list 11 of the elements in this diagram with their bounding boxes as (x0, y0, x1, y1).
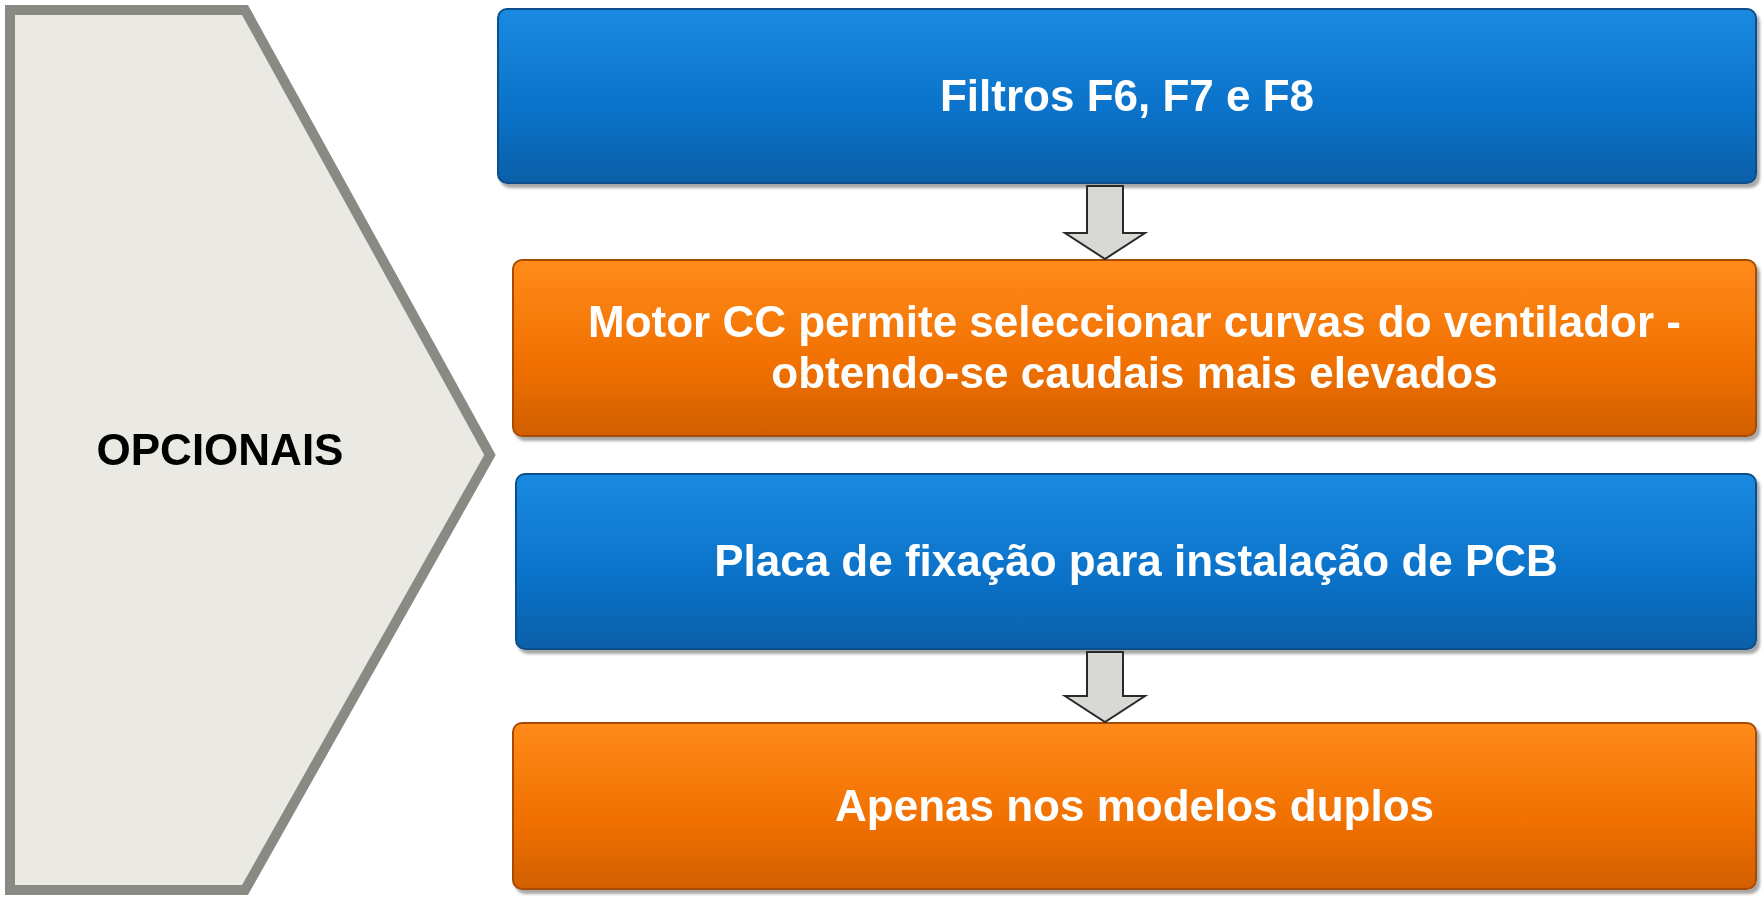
process-box (497, 8, 1757, 184)
process-box (515, 473, 1757, 650)
process-box (512, 722, 1757, 890)
box-label: Placa de fixação para instalação de PCB (714, 536, 1558, 587)
chevron-label: OPCIONAIS (96, 425, 344, 475)
process-box (512, 259, 1757, 437)
box-label: Filtros F6, F7 e F8 (939, 70, 1315, 122)
block-arrow (1061, 651, 1149, 724)
block-arrow (1061, 185, 1149, 261)
box-label: Apenas nos modelos duplos (835, 780, 1434, 832)
box-label: Motor CC permite seleccionar curvas do ventilador - obtendo-se caudais mais elevados (587, 297, 1682, 399)
